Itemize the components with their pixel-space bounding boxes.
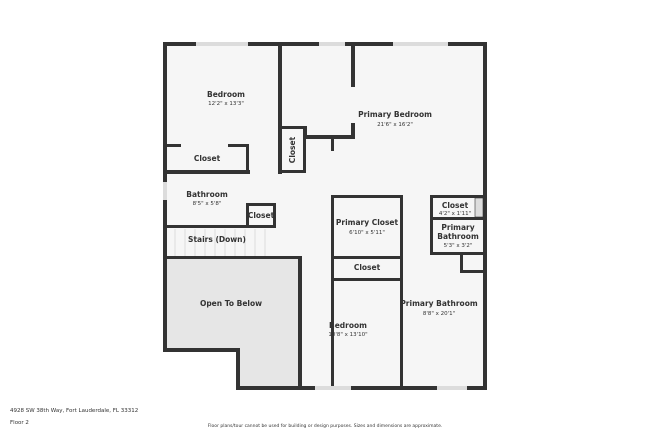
room-label: Closet [354,263,381,272]
room-label: Primary [441,223,474,232]
room-label: Bedroom [207,90,245,99]
stairs-treads [174,229,266,256]
room-label: Stairs (Down) [188,235,246,244]
room-dims: 4'2" x 1'11" [439,211,471,217]
room-dims: 21'6" x 16'2" [377,122,413,128]
room-label: Primary Bathroom [400,299,478,308]
room-dims: 6'10" x 5'11" [349,230,385,236]
room-dims: 8'5" x 5'8" [193,201,222,207]
room-label: Bathroom [186,190,228,199]
room-label: Bathroom [437,232,479,241]
windows [163,42,467,390]
disclaimer-text: Floor plans/tour cannot be used for buil… [207,424,443,429]
room-dims: 8'8" x 20'1" [423,311,455,317]
room-dims: 10'8" x 13'10" [328,332,367,338]
room-label: Primary Bedroom [358,110,432,119]
room-label: Closet [248,211,275,220]
room-label: Bedroom [329,321,367,330]
room-label: Closet [194,154,221,163]
room-label: Closet [288,136,297,163]
room-label: Closet [442,201,469,210]
open-to-below-area [167,258,300,388]
hatched-shaft [474,197,484,218]
floor-label: Floor 2 [10,420,29,426]
room-label: Open To Below [200,299,262,308]
room-dims: 12'2" x 13'3" [208,101,244,107]
address-text: 4928 SW 38th Way, Fort Lauderdale, FL 33… [10,408,139,414]
room-label: Primary Closet [336,218,399,227]
room-dims: 5'3" x 3'2" [444,243,473,249]
